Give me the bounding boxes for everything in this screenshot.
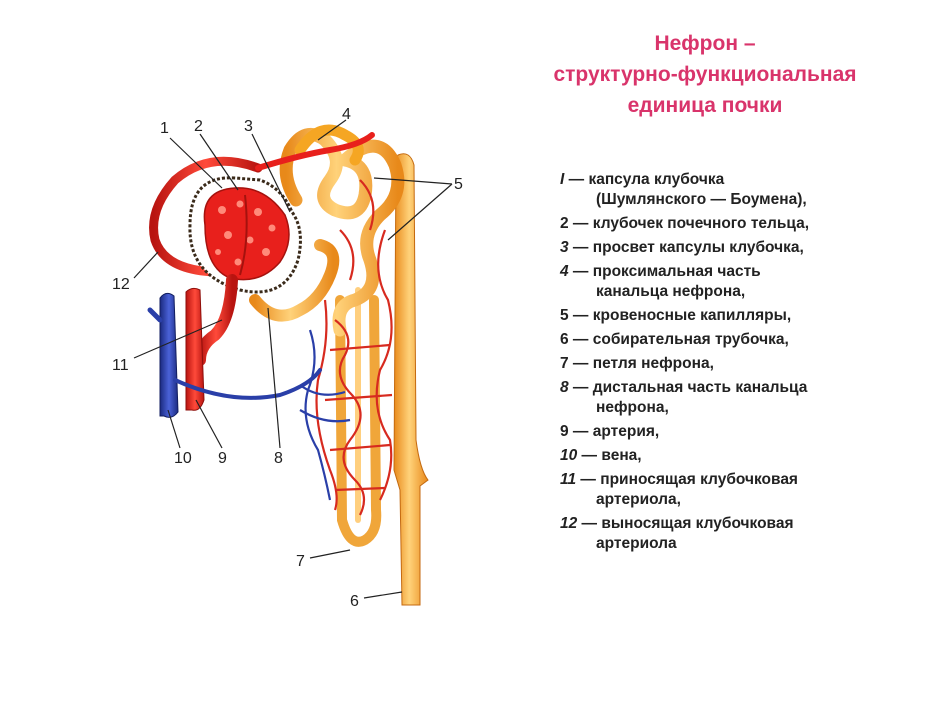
- legend-item: 9 — артерия,: [560, 422, 930, 442]
- renal-corpuscle: [188, 176, 302, 294]
- legend-text-continuation: (Шумлянского — Боумена),: [596, 191, 807, 208]
- glomerulus-divider: [239, 194, 248, 276]
- afferent-arteriole: [194, 274, 238, 366]
- legend-text-continuation: артериола: [596, 535, 677, 552]
- legend-item: 11 — приносящая клубочковая артериола,: [560, 470, 930, 510]
- legend-item: 4 — проксимальная часть канальца нефрона,: [560, 262, 930, 302]
- legend-item: 6 — собирательная трубочка,: [560, 330, 930, 350]
- artery: [185, 287, 205, 411]
- title-line-3: единица почки: [627, 94, 783, 117]
- callout-4: 4: [342, 106, 351, 123]
- callout-9: 9: [218, 450, 227, 467]
- callout-7: 7: [296, 553, 305, 570]
- legend-text: кровеносные капилляры,: [592, 307, 792, 324]
- legend-number: 6: [560, 331, 569, 348]
- legend-text-continuation: артериола,: [596, 491, 681, 508]
- legend-number: 12: [560, 515, 578, 532]
- legend-number: 2: [560, 215, 569, 232]
- legend-dash: —: [568, 379, 593, 396]
- legend-number: 11: [560, 471, 577, 488]
- legend-text: капсула клубочка: [588, 171, 725, 188]
- legend-item: 3 — просвет капсулы клубочка,: [560, 238, 930, 258]
- legend-dash: —: [568, 355, 593, 372]
- nephron-diagram: 1 2 3 4 5 6 7 8 9 10 11 12: [112, 106, 463, 610]
- distal-tubule: [249, 239, 340, 322]
- legend-number: 7: [560, 355, 569, 372]
- legend-number: 4: [560, 263, 569, 280]
- legend-dash: —: [577, 447, 602, 464]
- legend-dash: —: [568, 331, 593, 348]
- callout-5: 5: [454, 176, 463, 193]
- title-line-1: Нефрон –: [654, 32, 756, 55]
- legend-text-continuation: нефрона,: [596, 399, 669, 416]
- legend-text: артерия,: [592, 423, 660, 440]
- glomerulus-texture: [215, 200, 276, 266]
- legend-text: приносящая клубочковая: [600, 471, 798, 488]
- legend-item: 7 — петля нефрона,: [560, 354, 930, 374]
- legend-text: просвет капсулы клубочка,: [592, 239, 804, 256]
- legend-number: 8: [560, 379, 569, 396]
- legend-item: I — капсула клубочка (Шумлянского — Боуме…: [560, 170, 930, 210]
- proximal-tubule: [279, 127, 405, 337]
- legend-number: 9: [560, 423, 569, 440]
- legend-number: 3: [560, 239, 569, 256]
- legend-dash: —: [568, 239, 593, 256]
- leader-lines: [133, 119, 453, 599]
- legend-dash: —: [568, 215, 593, 232]
- proximal-tubule-coil: [294, 124, 364, 166]
- callout-2: 2: [194, 118, 203, 135]
- legend-dash: —: [564, 171, 589, 188]
- legend-number: 5: [560, 307, 569, 324]
- legend-text: вена,: [601, 447, 642, 464]
- efferent-arteriole: [149, 156, 263, 277]
- legend-text: проксимальная часть: [592, 263, 761, 280]
- title-line-2: структурно-функциональная: [553, 63, 857, 86]
- legend-number: I: [560, 171, 565, 188]
- callout-12: 12: [112, 276, 130, 293]
- vein: [159, 292, 179, 418]
- page-title: Нефрон – структурно-функциональная едини…: [490, 28, 920, 121]
- legend-item: 12 — выносящая клубочковая артериола: [560, 514, 930, 554]
- legend-item: 10 — вена,: [560, 446, 930, 466]
- callout-1: 1: [160, 120, 169, 137]
- legend-text: выносящая клубочковая: [601, 515, 794, 532]
- callout-11: 11: [112, 357, 129, 374]
- legend-text: петля нефрона,: [592, 355, 714, 372]
- callout-8: 8: [274, 450, 283, 467]
- legend-text: дистальная часть канальца: [592, 379, 808, 396]
- legend-text-continuation: канальца нефрона,: [596, 283, 746, 300]
- capillary-network: [299, 179, 393, 516]
- vein-stub: [147, 307, 163, 323]
- nephron-loop: [335, 295, 382, 547]
- legend-text: собирательная трубочка,: [592, 331, 789, 348]
- callout-3: 3: [244, 118, 253, 135]
- legend-item: 2 — клубочек почечного тельца,: [560, 214, 930, 234]
- legend-number: 10: [560, 447, 578, 464]
- callout-6: 6: [350, 593, 359, 610]
- efferent-arteriole-branch: [255, 132, 375, 171]
- callout-10: 10: [174, 450, 192, 467]
- legend-dash: —: [568, 263, 593, 280]
- legend-dash: —: [577, 515, 602, 532]
- legend-dash: —: [576, 471, 601, 488]
- collecting-duct: [393, 153, 429, 606]
- legend-list: I — капсула клубочка (Шумлянского — Боуме…: [560, 170, 930, 558]
- legend-dash: —: [568, 423, 593, 440]
- legend-item: 8 — дистальная часть канальца нефрона,: [560, 378, 930, 418]
- legend-text: клубочек почечного тельца,: [592, 215, 810, 232]
- legend-dash: —: [568, 307, 593, 324]
- legend-item: 5 — кровеносные капилляры,: [560, 306, 930, 326]
